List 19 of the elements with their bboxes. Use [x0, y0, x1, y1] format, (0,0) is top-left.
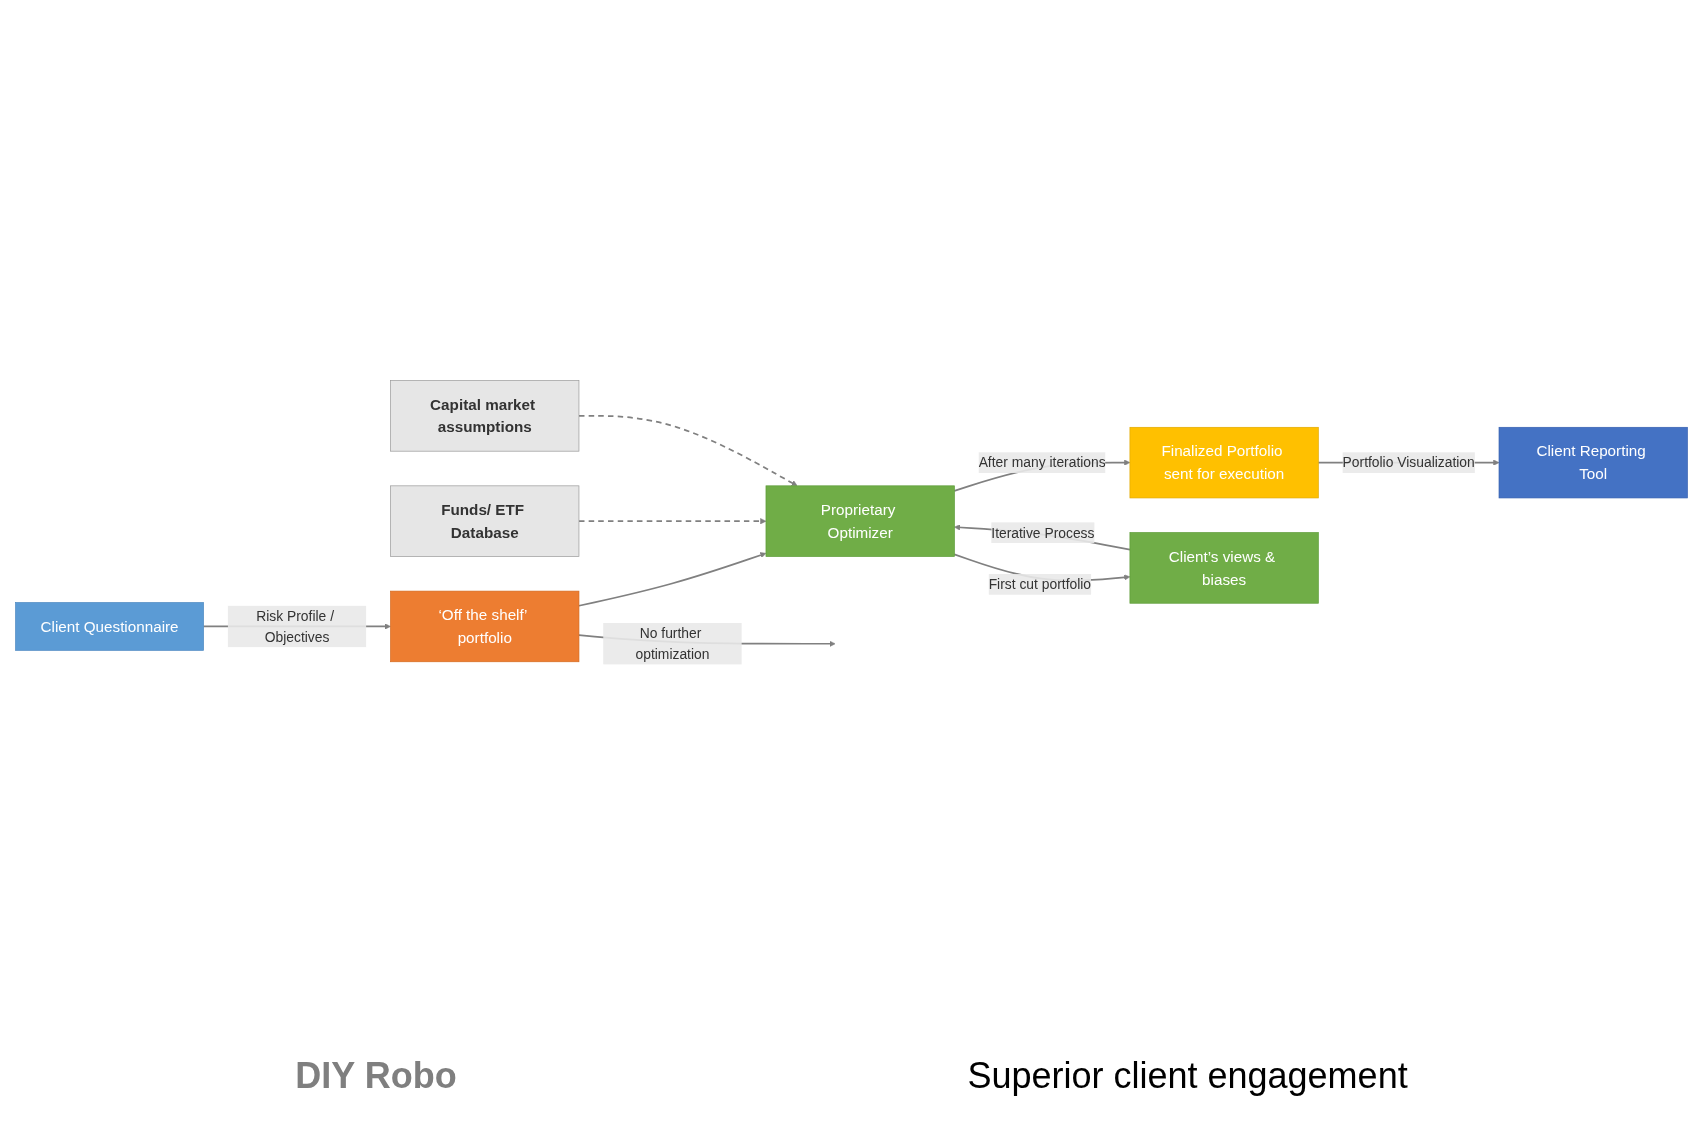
edge-label: First cut portfolio [988, 576, 1092, 592]
node-box: Funds/ ETF Database [390, 485, 580, 557]
edge-label: After many iterations [978, 454, 1106, 471]
arrow [578, 552, 767, 607]
node-box: Proprietary Optimizer [765, 485, 955, 557]
edge-label: No further optimization [635, 625, 710, 662]
node-box: Capital market assumptions [390, 380, 580, 452]
node-box: Client Questionnaire [15, 602, 204, 651]
edge-label: Risk Profile / Objectives [256, 608, 334, 645]
node-box: Client’s views & biases [1129, 532, 1319, 604]
arrow [578, 414, 798, 487]
bracket-label: Superior client engagement [967, 1055, 1408, 1097]
node-box: Client Reporting Tool [1498, 426, 1688, 499]
node-box: Finalized Portfolio sent for execution [1129, 426, 1319, 499]
edge-label: Portfolio Visualization [1342, 454, 1475, 471]
bracket-label: DIY Robo [295, 1055, 457, 1097]
arrow [578, 518, 767, 525]
edge-label: Iterative Process [991, 525, 1095, 541]
node-box: ‘Off the shelf’ portfolio [390, 590, 580, 663]
